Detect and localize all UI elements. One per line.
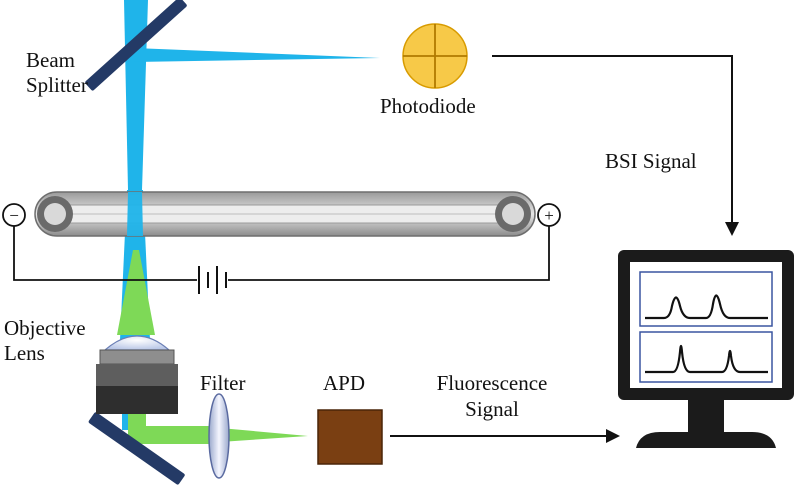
beam-splitter (85, 0, 187, 91)
fluorescence-signal-label-line1: Fluorescence (437, 371, 548, 395)
apd-detector (317, 409, 383, 465)
beam-splitter-label-line2: Splitter (26, 73, 88, 97)
fluorescence-path (117, 250, 308, 444)
laser-through-capillary (127, 192, 143, 236)
fluorescence-signal-label-line2: Signal (465, 397, 519, 421)
fluorescence-cone (117, 250, 155, 335)
objective-lens-label-line1: Objective (4, 316, 86, 340)
positive-electrode: + (537, 203, 561, 227)
quadrant-photodiode-icon (402, 23, 468, 89)
bsi-signal-label: BSI Signal (605, 149, 697, 173)
bsi-signal-arrowhead (725, 222, 739, 236)
svg-text:−: − (9, 206, 19, 225)
fluorescence-horizontal (128, 426, 220, 444)
fluorescence-to-apd (220, 428, 308, 442)
photodiode-label: Photodiode (380, 94, 476, 118)
beam-splitter-label-line1: Beam (26, 48, 75, 72)
fluorescence-trace (645, 344, 768, 374)
objective-lens-label-line2: Lens (4, 341, 45, 365)
fluorescence-signal-arrowhead (606, 429, 620, 443)
filter (208, 393, 230, 479)
capillary-tube (34, 191, 536, 237)
fluorescence-trace-panel (639, 331, 773, 383)
battery-icon (198, 266, 227, 294)
objective-lens (96, 335, 178, 414)
filter-label: Filter (200, 371, 246, 395)
monitor-icon (618, 250, 794, 448)
apd-label: APD (323, 371, 365, 395)
bsi-trace (645, 294, 768, 320)
svg-text:+: + (544, 206, 554, 225)
circuit-wire-right (228, 226, 550, 281)
negative-electrode: − (2, 203, 26, 227)
laser-reflected-to-photodiode (134, 48, 380, 62)
bsi-signal-wire (492, 55, 733, 225)
circuit-wire-left (13, 226, 197, 281)
lower-mirror (88, 412, 185, 485)
